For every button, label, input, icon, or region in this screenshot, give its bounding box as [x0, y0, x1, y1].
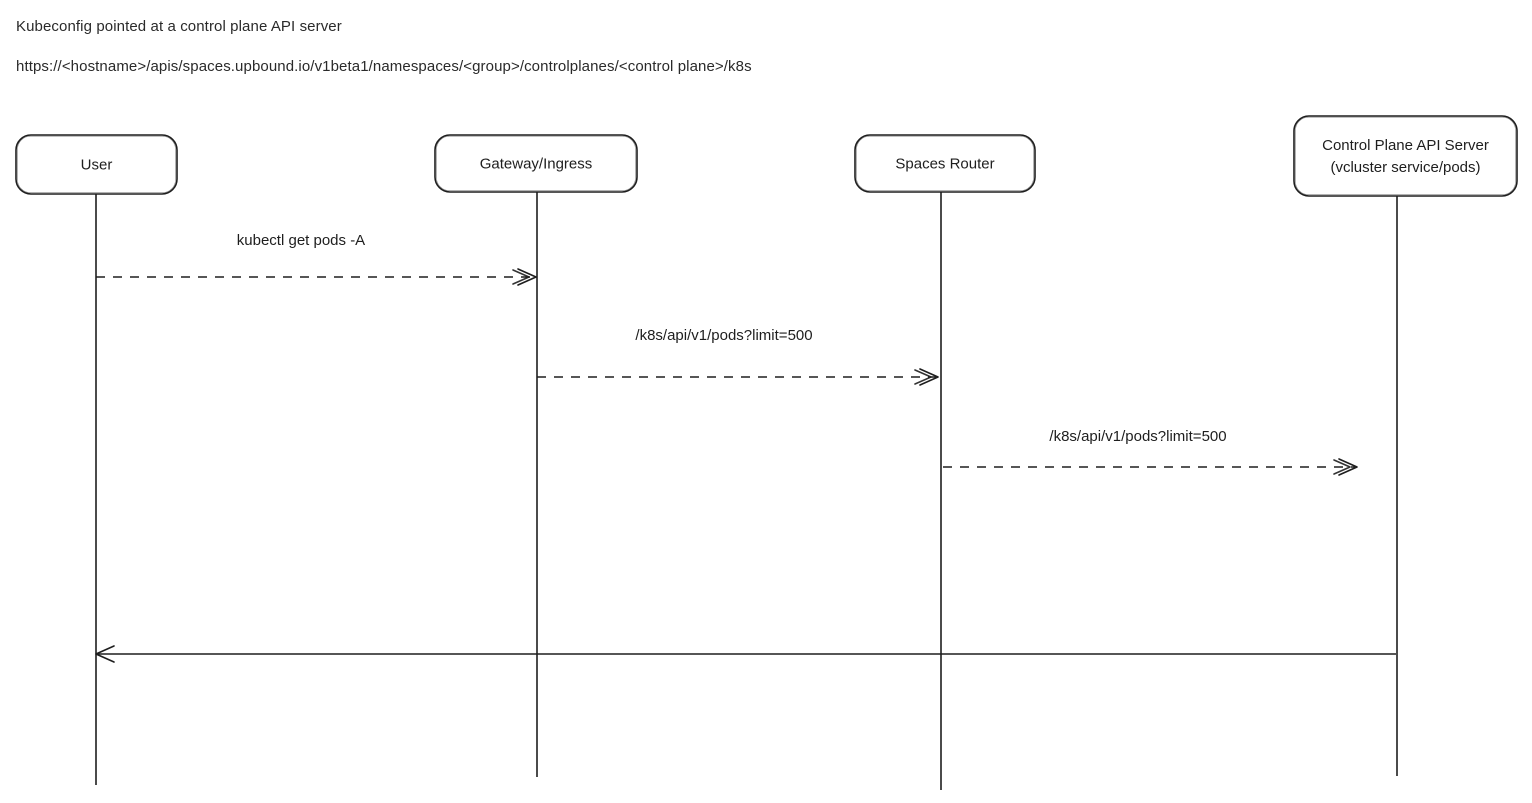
- actor-label: User: [81, 157, 113, 174]
- diagram-title: Kubeconfig pointed at a control plane AP…: [16, 18, 342, 35]
- actor-label: (vcluster service/pods): [1330, 159, 1480, 176]
- message-gateway-to-router: /k8s/api/v1/pods?limit=500: [537, 327, 939, 386]
- actor-spaces-router: Spaces Router: [854, 134, 1036, 790]
- arrowhead: [95, 645, 115, 663]
- message-router-to-control-plane: /k8s/api/v1/pods?limit=500: [943, 428, 1358, 476]
- arrowhead: [914, 369, 932, 385]
- message-kubectl-get-pods: kubectl get pods -A: [96, 232, 537, 286]
- actor-label: Control Plane API Server: [1322, 137, 1489, 154]
- actor-box-sketch-stroke: [436, 135, 636, 191]
- message-label: /k8s/api/v1/pods?limit=500: [635, 327, 812, 344]
- actor-control-plane-api-server: Control Plane API Server (vcluster servic…: [1293, 115, 1518, 776]
- message-label: kubectl get pods -A: [237, 232, 365, 249]
- actor-user: User: [15, 134, 178, 785]
- actor-box-control-plane-api-server: [1293, 115, 1518, 197]
- arrowhead: [1333, 459, 1351, 475]
- actor-box-sketch-stroke: [1295, 116, 1516, 195]
- actor-box-gateway-ingress: [434, 134, 638, 193]
- actor-gateway-ingress: Gateway/Ingress: [434, 134, 638, 777]
- message-response-to-user: [95, 645, 1396, 663]
- arrowhead: [919, 368, 939, 386]
- message-label: /k8s/api/v1/pods?limit=500: [1049, 428, 1226, 445]
- actor-label: Gateway/Ingress: [480, 156, 593, 173]
- arrowhead: [512, 269, 530, 285]
- arrowhead: [517, 268, 537, 286]
- actor-box-user: [15, 134, 178, 195]
- actor-box-sketch-stroke: [17, 135, 176, 193]
- control-plane-api-url: https://<hostname>/apis/spaces.upbound.i…: [16, 58, 752, 75]
- arrowhead: [1338, 458, 1358, 476]
- actor-box-spaces-router: [854, 134, 1036, 193]
- actor-label: Spaces Router: [895, 156, 994, 173]
- actor-box-sketch-stroke: [856, 135, 1034, 191]
